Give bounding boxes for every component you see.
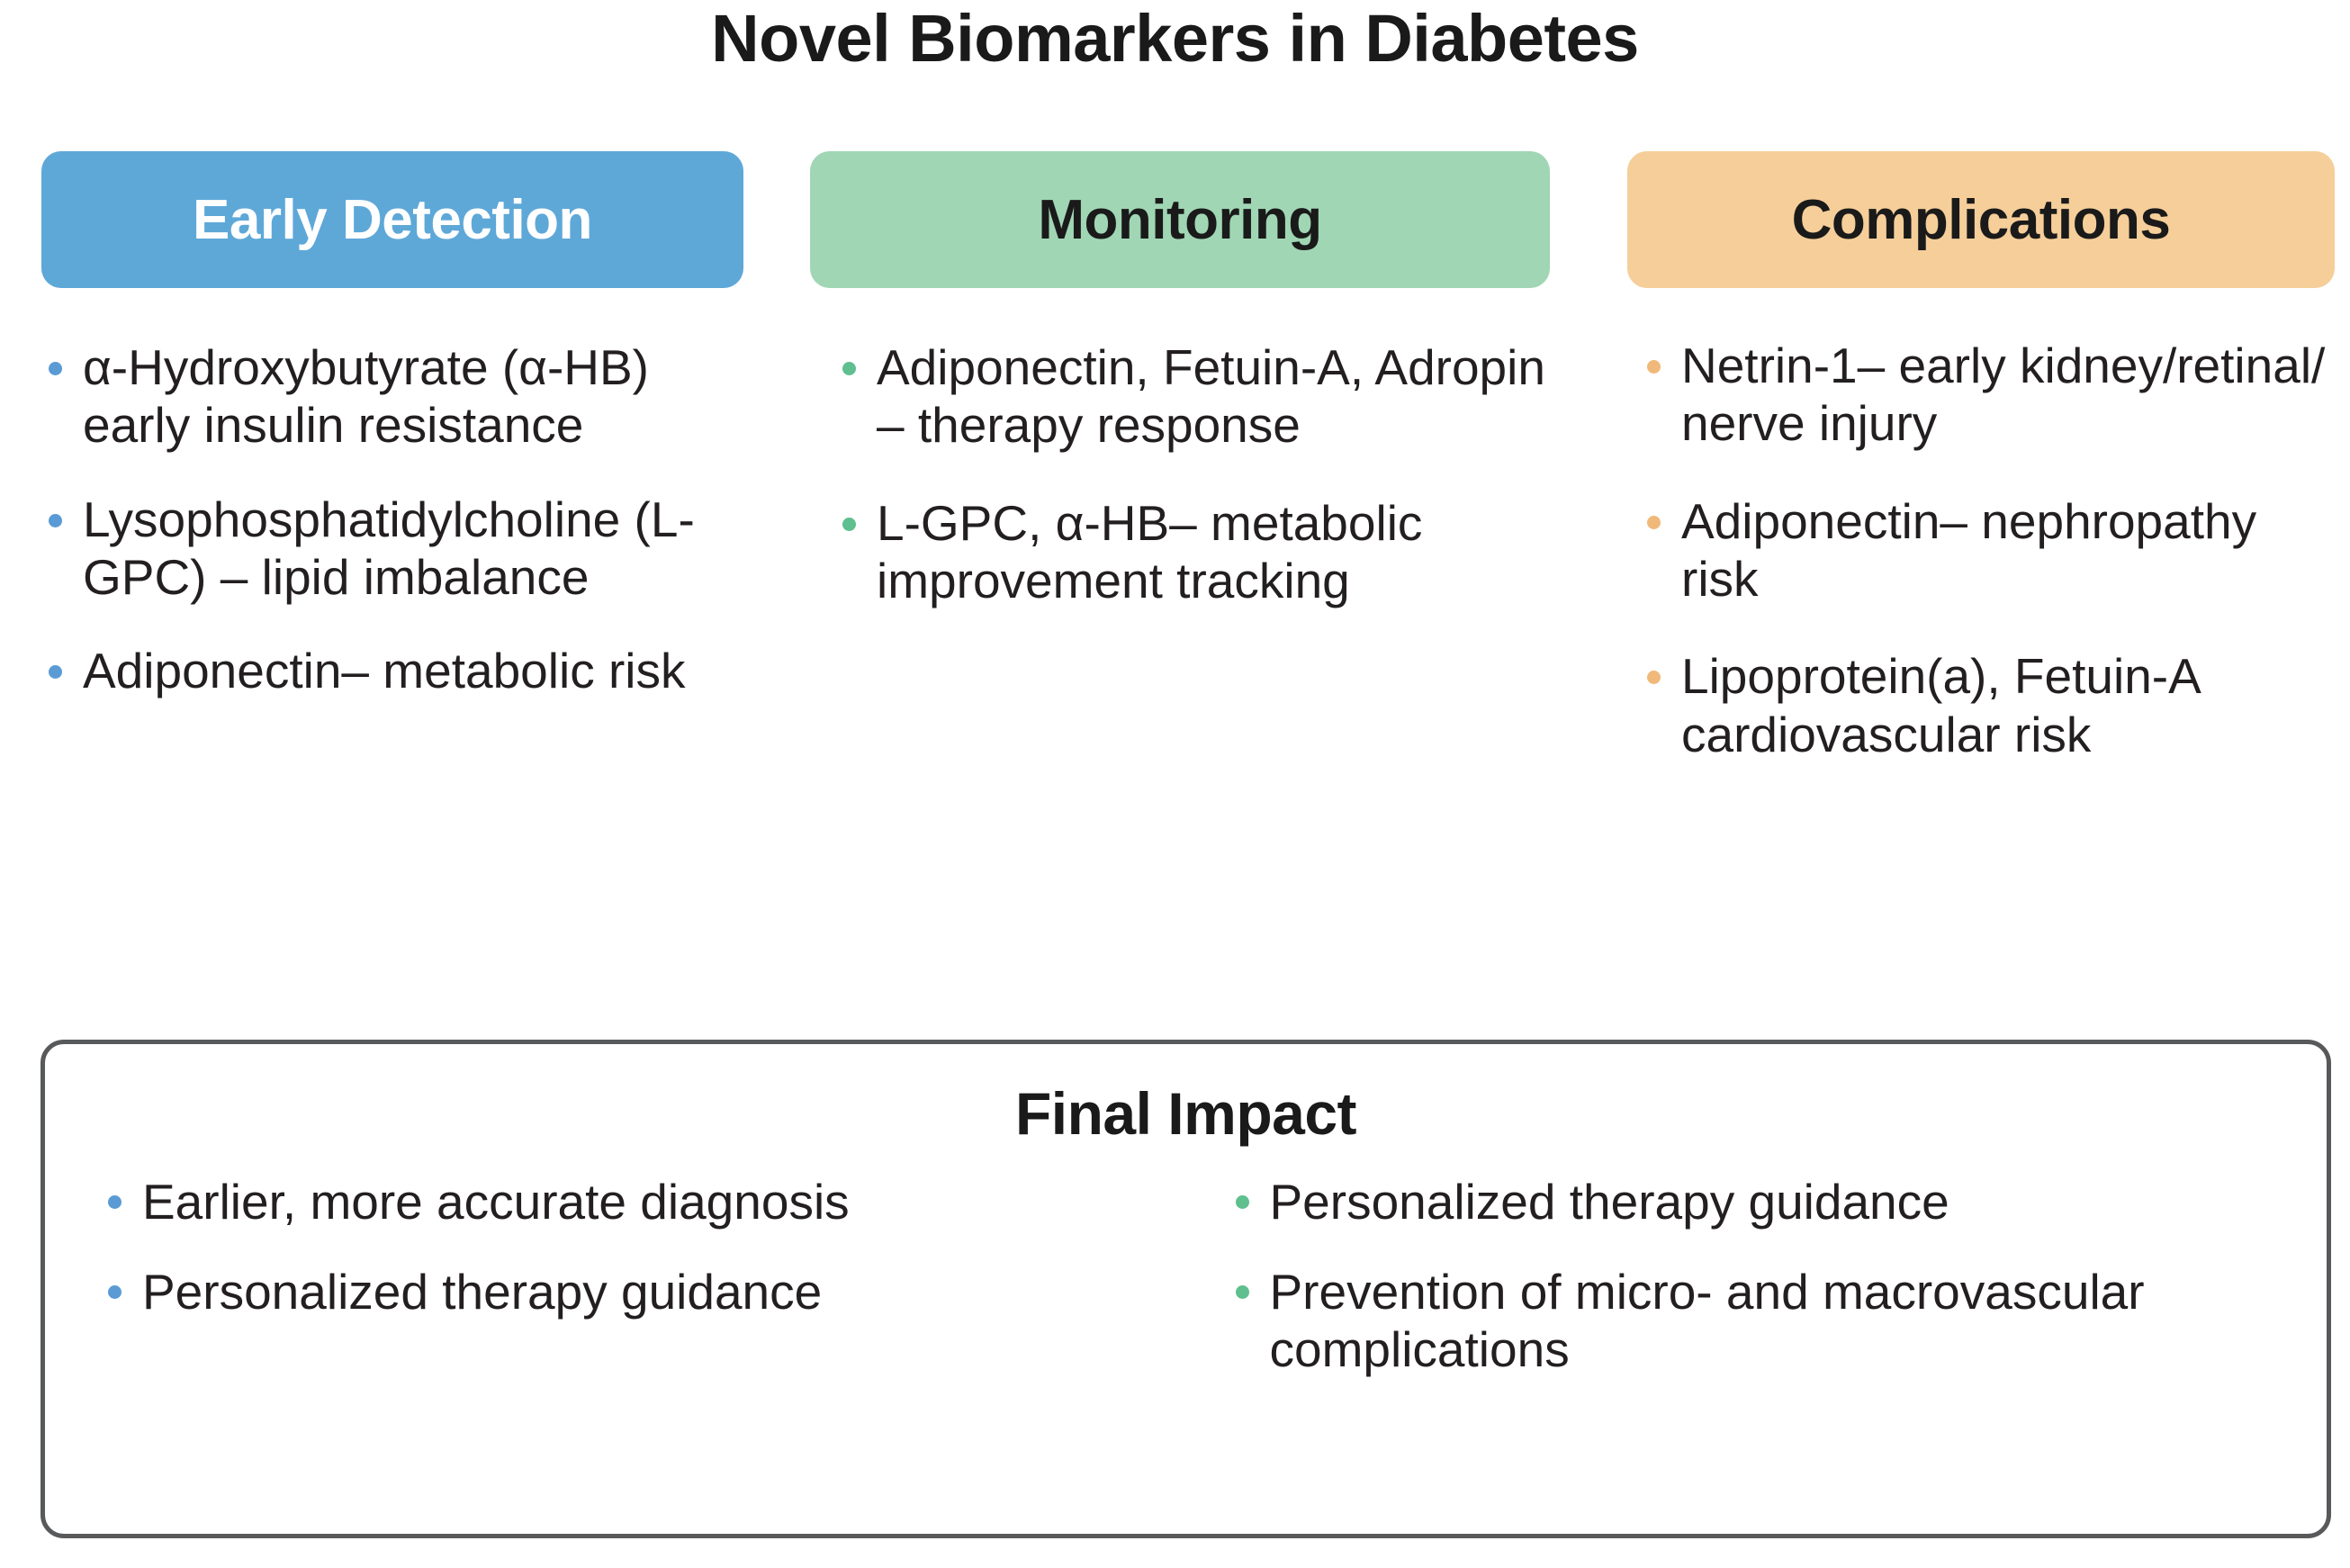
- bullet-dot-icon: [1235, 1284, 1249, 1299]
- final-impact-right-column: Personalized therapy guidance Prevention…: [1200, 1174, 2327, 1378]
- list-item-text: Adiponectin, Fetuin-A, Adropin – therapy…: [877, 339, 1545, 454]
- list-item-text: Prevention of micro- and macrovascular c…: [1269, 1263, 2145, 1377]
- list-item-text: Lipoprotein(a), Fetuin-A cardiovascular …: [1681, 648, 2199, 762]
- list-item-text: L-GPC, α-HB– metabolic improvement track…: [877, 494, 1423, 609]
- bullet-dot-icon: [842, 517, 856, 531]
- list-item: Netrin-1– early kidney/retinal/ nerve in…: [1640, 337, 2343, 453]
- bullet-dot-icon: [1647, 515, 1661, 529]
- list-item: Prevention of micro- and macrovascular c…: [1227, 1264, 2327, 1379]
- page-title: Novel Biomarkers in Diabetes: [711, 1, 1639, 76]
- bullet-list-monitoring: Adiponectin, Fetuin-A, Adropin – therapy…: [835, 338, 1584, 609]
- list-item: Lysophosphatidylcholine (L-GPC) – lipid …: [41, 491, 765, 607]
- bullet-dot-icon: [49, 513, 62, 527]
- bullet-dot-icon: [108, 1195, 122, 1209]
- bullet-dot-icon: [49, 362, 62, 375]
- list-item: α-Hydroxybutyrate (α-HB) early insulin r…: [41, 338, 765, 455]
- column-header-monitoring: Monitoring: [810, 151, 1550, 288]
- list-item-text: Netrin-1– early kidney/retinal/ nerve in…: [1681, 338, 2326, 452]
- bullet-dot-icon: [842, 362, 856, 375]
- list-item: L-GPC, α-HB– metabolic improvement track…: [835, 494, 1584, 610]
- column-early-detection: Early Detection α-Hydroxybutyrate (α-HB)…: [0, 151, 792, 700]
- list-item: Personalized therapy guidance: [99, 1264, 1200, 1321]
- bullet-dot-icon: [1235, 1195, 1249, 1209]
- list-item: Adiponectin– metabolic risk: [41, 642, 765, 699]
- column-header-early-detection: Early Detection: [41, 151, 743, 288]
- bullet-dot-icon: [108, 1284, 122, 1299]
- list-item-text: Personalized therapy guidance: [1269, 1174, 1949, 1230]
- list-item: Personalized therapy guidance: [1227, 1174, 2327, 1231]
- list-item-text: α-Hydroxybutyrate (α-HB) early insulin r…: [83, 339, 649, 454]
- column-monitoring: Monitoring Adiponectin, Fetuin-A, Adropi…: [792, 151, 1602, 609]
- final-impact-title: Final Impact: [1014, 1080, 1357, 1147]
- bullet-dot-icon: [1647, 671, 1661, 685]
- bullet-dot-icon: [49, 665, 62, 680]
- final-impact-box: Final Impact Earlier, more accurate diag…: [41, 1040, 2331, 1538]
- final-impact-left-list: Earlier, more accurate diagnosis Persona…: [99, 1174, 1200, 1321]
- list-item: Adiponectin, Fetuin-A, Adropin – therapy…: [835, 338, 1584, 455]
- list-item: Lipoprotein(a), Fetuin-A cardiovascular …: [1640, 647, 2343, 763]
- list-item: Earlier, more accurate diagnosis: [99, 1174, 1200, 1231]
- list-item-text: Adiponectin– nephropathy risk: [1681, 492, 2257, 608]
- final-impact-right-list: Personalized therapy guidance Prevention…: [1227, 1174, 2327, 1378]
- list-item: Adiponectin– nephropathy risk: [1640, 492, 2343, 608]
- list-item-text: Personalized therapy guidance: [142, 1263, 823, 1320]
- list-item-text: Lysophosphatidylcholine (L-GPC) – lipid …: [83, 491, 695, 606]
- final-impact-columns: Earlier, more accurate diagnosis Persona…: [45, 1174, 2327, 1378]
- list-item-text: Earlier, more accurate diagnosis: [142, 1174, 850, 1230]
- bullet-list-early-detection: α-Hydroxybutyrate (α-HB) early insulin r…: [41, 338, 765, 700]
- final-impact-left-column: Earlier, more accurate diagnosis Persona…: [45, 1174, 1200, 1378]
- bullet-list-complications: Netrin-1– early kidney/retinal/ nerve in…: [1640, 337, 2343, 763]
- column-header-complications: Complications: [1627, 151, 2335, 288]
- column-complications: Complications Netrin-1– early kidney/ret…: [1602, 151, 2350, 763]
- category-columns: Early Detection α-Hydroxybutyrate (α-HB)…: [0, 151, 2350, 988]
- bullet-dot-icon: [1647, 360, 1661, 374]
- list-item-text: Adiponectin– metabolic risk: [83, 643, 686, 699]
